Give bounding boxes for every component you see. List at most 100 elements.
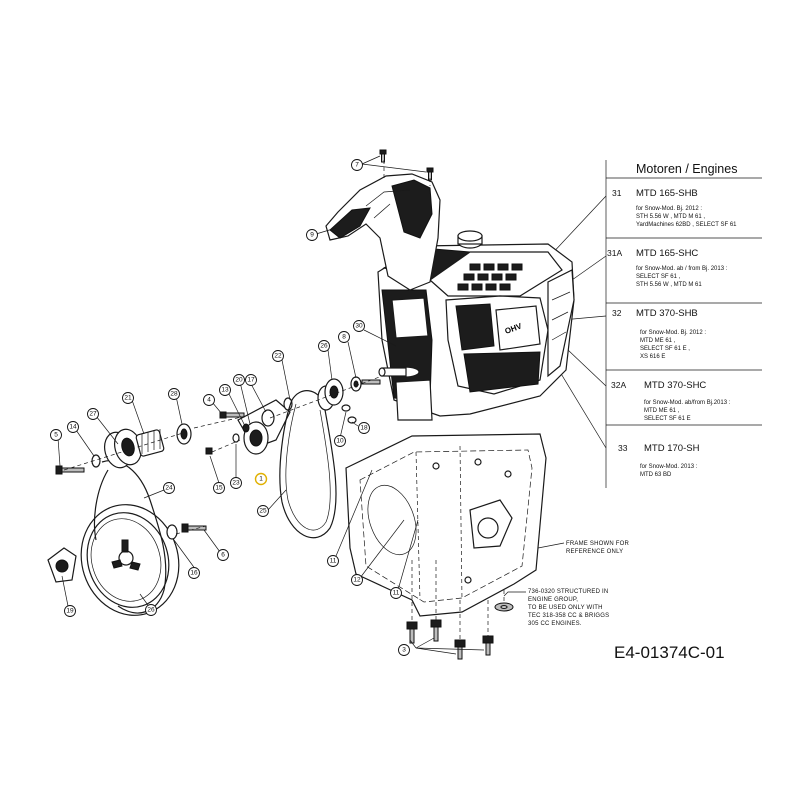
key-10 <box>341 404 351 412</box>
table-row-note: MTD 63 BD <box>640 472 672 478</box>
callout-11[interactable]: 11 <box>327 555 339 567</box>
pulley-groove <box>90 518 162 602</box>
svg-text:13: 13 <box>221 387 229 394</box>
axis-lines <box>63 160 431 535</box>
frame-bolt-hole <box>464 576 472 584</box>
leader-line <box>503 591 526 597</box>
svg-text:7: 7 <box>355 162 359 169</box>
idler-arm-assembly <box>205 397 293 455</box>
washer-23 <box>232 433 240 443</box>
svg-text:20: 20 <box>235 377 243 384</box>
leader-line <box>559 371 607 449</box>
table-row-number: 31 <box>612 188 622 198</box>
table-row-model: MTD 370-SHB <box>636 308 698 319</box>
callout-8[interactable]: 8 <box>338 331 350 343</box>
callout-27[interactable]: 27 <box>87 408 99 420</box>
table-row-number: 31A <box>607 248 622 258</box>
svg-text:21: 21 <box>124 395 132 402</box>
bolt-6 <box>181 523 207 533</box>
callout-9[interactable]: 9 <box>306 229 318 241</box>
callout-23[interactable]: 23 <box>230 477 242 489</box>
drive-belt <box>279 390 337 539</box>
callout-21[interactable]: 21 <box>122 392 134 404</box>
svg-text:15: 15 <box>215 485 223 492</box>
hub-body <box>135 429 165 457</box>
callout-16[interactable]: 16 <box>188 567 200 579</box>
callout-30[interactable]: 30 <box>353 320 365 332</box>
table-row-note: STH 5.56 W , MTD M 61 , <box>636 214 705 220</box>
table-row-number: 32 <box>612 308 622 318</box>
table-row-number: 33 <box>618 443 628 453</box>
svg-text:5: 5 <box>54 432 58 439</box>
callout-1[interactable]: 1 <box>254 472 268 486</box>
svg-text:10: 10 <box>336 438 344 445</box>
callout-5[interactable]: 5 <box>50 429 62 441</box>
frame-bracket <box>469 499 513 549</box>
frame-note-line: FRAME SHOWN FOR <box>566 541 629 547</box>
svg-text:9: 9 <box>310 232 314 239</box>
callout-13[interactable]: 13 <box>219 384 231 396</box>
engine-pulley-bolt <box>361 379 381 385</box>
pulley-bore <box>121 437 135 457</box>
washer-16 <box>166 524 178 540</box>
table-row-model: MTD 170-SH <box>644 443 700 454</box>
small-pulley-27 <box>104 428 142 469</box>
callout-25[interactable]: 25 <box>257 505 269 517</box>
engine-side-panel <box>391 297 429 339</box>
engine-pulley-bore <box>329 385 339 399</box>
svg-text:24: 24 <box>165 485 173 492</box>
washer-hole <box>500 604 508 609</box>
callout-19[interactable]: 19 <box>64 605 76 617</box>
idler-bushing <box>261 409 275 427</box>
table-row-number: 32A <box>611 380 626 390</box>
bracket-bearing <box>55 559 69 573</box>
callout-7[interactable]: 7 <box>351 159 363 171</box>
svg-text:11: 11 <box>330 558 337 565</box>
idler-pulley-hub <box>249 429 263 447</box>
callout-6[interactable]: 6 <box>217 549 229 561</box>
svg-text:22: 22 <box>274 353 282 360</box>
bolt <box>430 619 442 642</box>
auger-belt-inner <box>93 469 109 541</box>
callout-18[interactable]: 18 <box>358 422 370 434</box>
frame-inner-dashed <box>359 449 533 603</box>
svg-text:3: 3 <box>402 647 406 654</box>
engine: OHV <box>377 230 575 421</box>
callout-26b[interactable]: 26 <box>145 604 157 616</box>
table-row-note: XS 616 E <box>640 354 665 360</box>
table-row-note: for Snow-Mod. Bj. 2012 : <box>640 330 706 336</box>
pulley-spokes <box>111 539 141 571</box>
belt-cover <box>325 173 441 291</box>
table-row-note: SELECT SF 61 E <box>644 416 691 422</box>
callout-4[interactable]: 4 <box>203 394 215 406</box>
callout-28[interactable]: 28 <box>168 388 180 400</box>
svg-text:26: 26 <box>320 343 328 350</box>
svg-text:30: 30 <box>355 323 363 330</box>
cooling-fins <box>457 263 523 291</box>
svg-text:1: 1 <box>259 476 263 483</box>
head-dark <box>455 303 495 351</box>
drawing-code: E4-01374C-01 <box>614 643 725 662</box>
table-row-note: MTD ME 61 , <box>640 338 676 344</box>
frame-plate <box>345 433 547 640</box>
engine-right-side <box>547 269 575 378</box>
callout-17[interactable]: 17 <box>245 374 257 386</box>
callout-22[interactable]: 22 <box>272 350 284 362</box>
callout-3[interactable]: 3 <box>398 644 410 656</box>
svg-text:25: 25 <box>259 508 267 515</box>
callout-15[interactable]: 15 <box>213 482 225 494</box>
crankshaft-end <box>378 367 386 377</box>
bolt-5 <box>55 465 85 475</box>
callout-24[interactable]: 24 <box>163 482 175 494</box>
svg-text:6: 6 <box>221 552 225 559</box>
fuel-cap-top <box>457 230 483 242</box>
callout-26[interactable]: 26 <box>318 340 330 352</box>
callout-12[interactable]: 12 <box>351 574 363 586</box>
frame-bolt-hole <box>504 470 512 478</box>
callout-11b[interactable]: 11 <box>390 587 402 599</box>
engine-note-line: TO BE USED ONLY WITH <box>528 605 603 611</box>
callout-20[interactable]: 20 <box>233 374 245 386</box>
callout-10[interactable]: 10 <box>334 435 346 447</box>
callout-14[interactable]: 14 <box>67 421 79 433</box>
frame-bolt-hole <box>474 458 482 466</box>
